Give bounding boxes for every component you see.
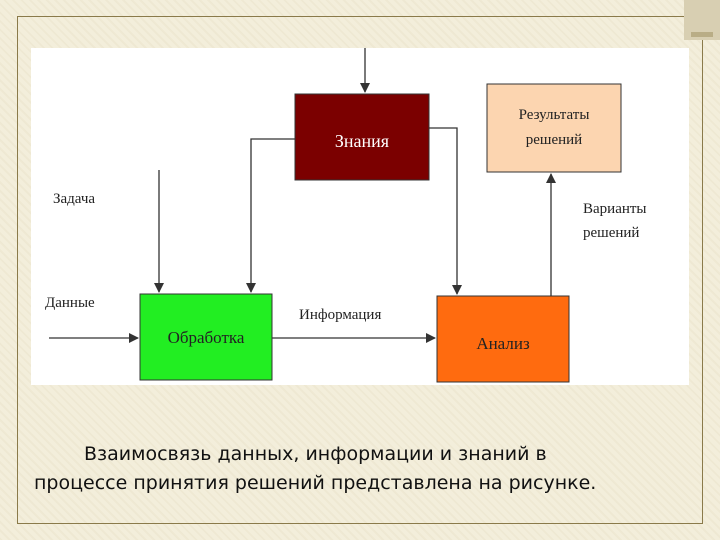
- results-label-line1: Результаты: [519, 107, 590, 123]
- analysis-box: [436, 295, 570, 383]
- slide-caption: Взаимосвязь данных, информации и знаний …: [20, 440, 700, 498]
- slide-frame: [17, 16, 703, 524]
- arrow-knowledge-to-processing: [246, 138, 295, 293]
- knowledge-label: Знания: [335, 131, 389, 151]
- arrow-knowledge-to-analysis: [429, 127, 462, 295]
- variants-label-line2: решений: [583, 225, 640, 241]
- analysis-label: Анализ: [476, 334, 530, 353]
- knowledge-box: [294, 93, 430, 181]
- diagram-svg: Знания Результаты решений Обработка Анал…: [49, 48, 622, 383]
- task-label: Задача: [53, 191, 96, 207]
- corner-decoration: [684, 0, 720, 40]
- diagram: Знания Результаты решений Обработка Анал…: [31, 48, 689, 385]
- results-label-line2: решений: [526, 132, 582, 148]
- caption-line-1: Взаимосвязь данных, информации и знаний …: [84, 443, 547, 465]
- processing-box: [139, 293, 273, 381]
- information-label: Информация: [299, 307, 382, 323]
- variants-label-line1: Варианты: [583, 201, 647, 217]
- results-box: [486, 83, 622, 173]
- data-label: Данные: [45, 295, 95, 311]
- caption-line-2: процессе принятия решений представлена н…: [34, 472, 597, 494]
- processing-label: Обработка: [168, 328, 245, 347]
